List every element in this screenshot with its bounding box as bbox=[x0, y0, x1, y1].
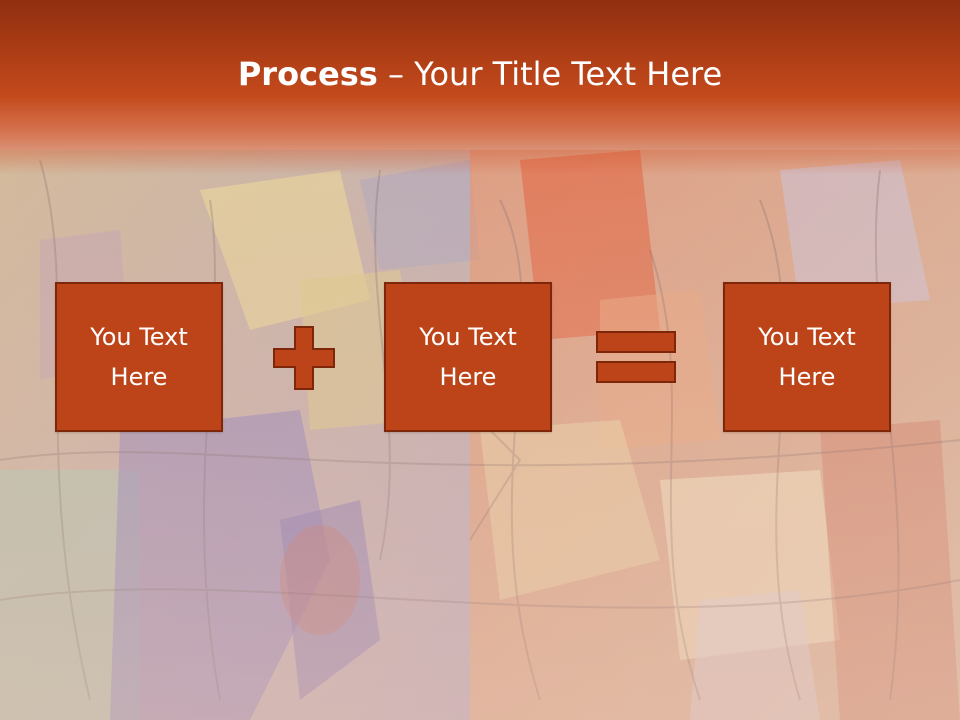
process-box-line-2: Here bbox=[439, 363, 497, 391]
process-box-text: You Text Here bbox=[742, 317, 872, 397]
process-box-line-1: You Text bbox=[90, 323, 188, 351]
process-box-text: You Text Here bbox=[74, 317, 204, 397]
process-box-text: You Text Here bbox=[403, 317, 533, 397]
process-box-line-2: Here bbox=[778, 363, 836, 391]
process-box-1[interactable]: You Text Here bbox=[55, 282, 223, 432]
process-box-line-1: You Text bbox=[419, 323, 517, 351]
title-bold: Process bbox=[237, 55, 378, 93]
title-rest: – Your Title Text Here bbox=[377, 55, 723, 93]
slide-title: Process – Your Title Text Here bbox=[0, 52, 960, 96]
equals-icon bbox=[596, 331, 676, 383]
process-box-line-1: You Text bbox=[758, 323, 856, 351]
process-box-2[interactable]: You Text Here bbox=[384, 282, 552, 432]
process-box-line-2: Here bbox=[110, 363, 168, 391]
title-band bbox=[0, 0, 960, 175]
process-box-3[interactable]: You Text Here bbox=[723, 282, 891, 432]
plus-icon bbox=[273, 326, 335, 390]
